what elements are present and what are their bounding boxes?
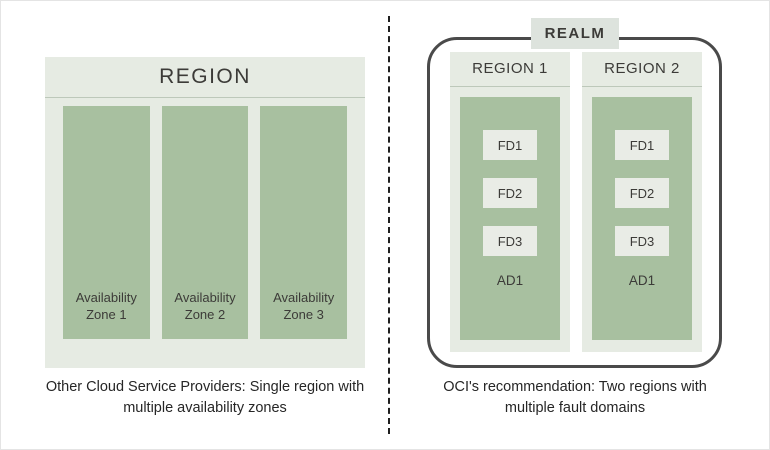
region-2-box: REGION 2 FD1 FD2 FD3 AD1 — [582, 52, 702, 352]
availability-zones-group: Availability Zone 1 Availability Zone 2 … — [63, 106, 348, 339]
region-2-fd2-box: FD2 — [615, 178, 669, 208]
right-caption: OCI's recommendation: Two regions with m… — [443, 379, 707, 417]
availability-zone-2: Availability Zone 2 — [161, 106, 249, 339]
region-2-ad-label: AD1 — [628, 273, 656, 288]
region-1-fd3-box: FD3 — [483, 226, 537, 256]
region-2-title: REGION 2 — [582, 52, 702, 87]
left-caption: Other Cloud Service Providers: Single re… — [45, 379, 365, 417]
region-1-fd1-box: FD1 — [483, 130, 537, 160]
region-1-box: REGION 1 FD1 FD2 FD3 AD1 — [450, 52, 570, 352]
realm-badge: REALM — [531, 18, 619, 49]
region-1-fd2-box: FD2 — [483, 178, 537, 208]
dashed-divider — [388, 16, 390, 434]
region-2-fd3-box: FD3 — [615, 226, 669, 256]
availability-zone-3-label: Availability Zone 3 — [273, 289, 335, 323]
region-2-fd1-box: FD1 — [615, 130, 669, 160]
region-box: REGION Availability Zone 1 Availability … — [45, 57, 365, 368]
availability-zone-1: Availability Zone 1 — [63, 106, 150, 339]
region-2-ad-box: FD1 FD2 FD3 AD1 — [592, 97, 692, 340]
availability-zone-2-label: Availability Zone 2 — [174, 289, 236, 323]
availability-zone-3: Availability Zone 3 — [260, 106, 348, 339]
region-1-title: REGION 1 — [450, 52, 570, 87]
region-title: REGION — [45, 57, 365, 98]
region-1-ad-box: FD1 FD2 FD3 AD1 — [460, 97, 560, 340]
availability-zone-1-label: Availability Zone 1 — [75, 289, 137, 323]
region-1-ad-label: AD1 — [496, 273, 524, 288]
